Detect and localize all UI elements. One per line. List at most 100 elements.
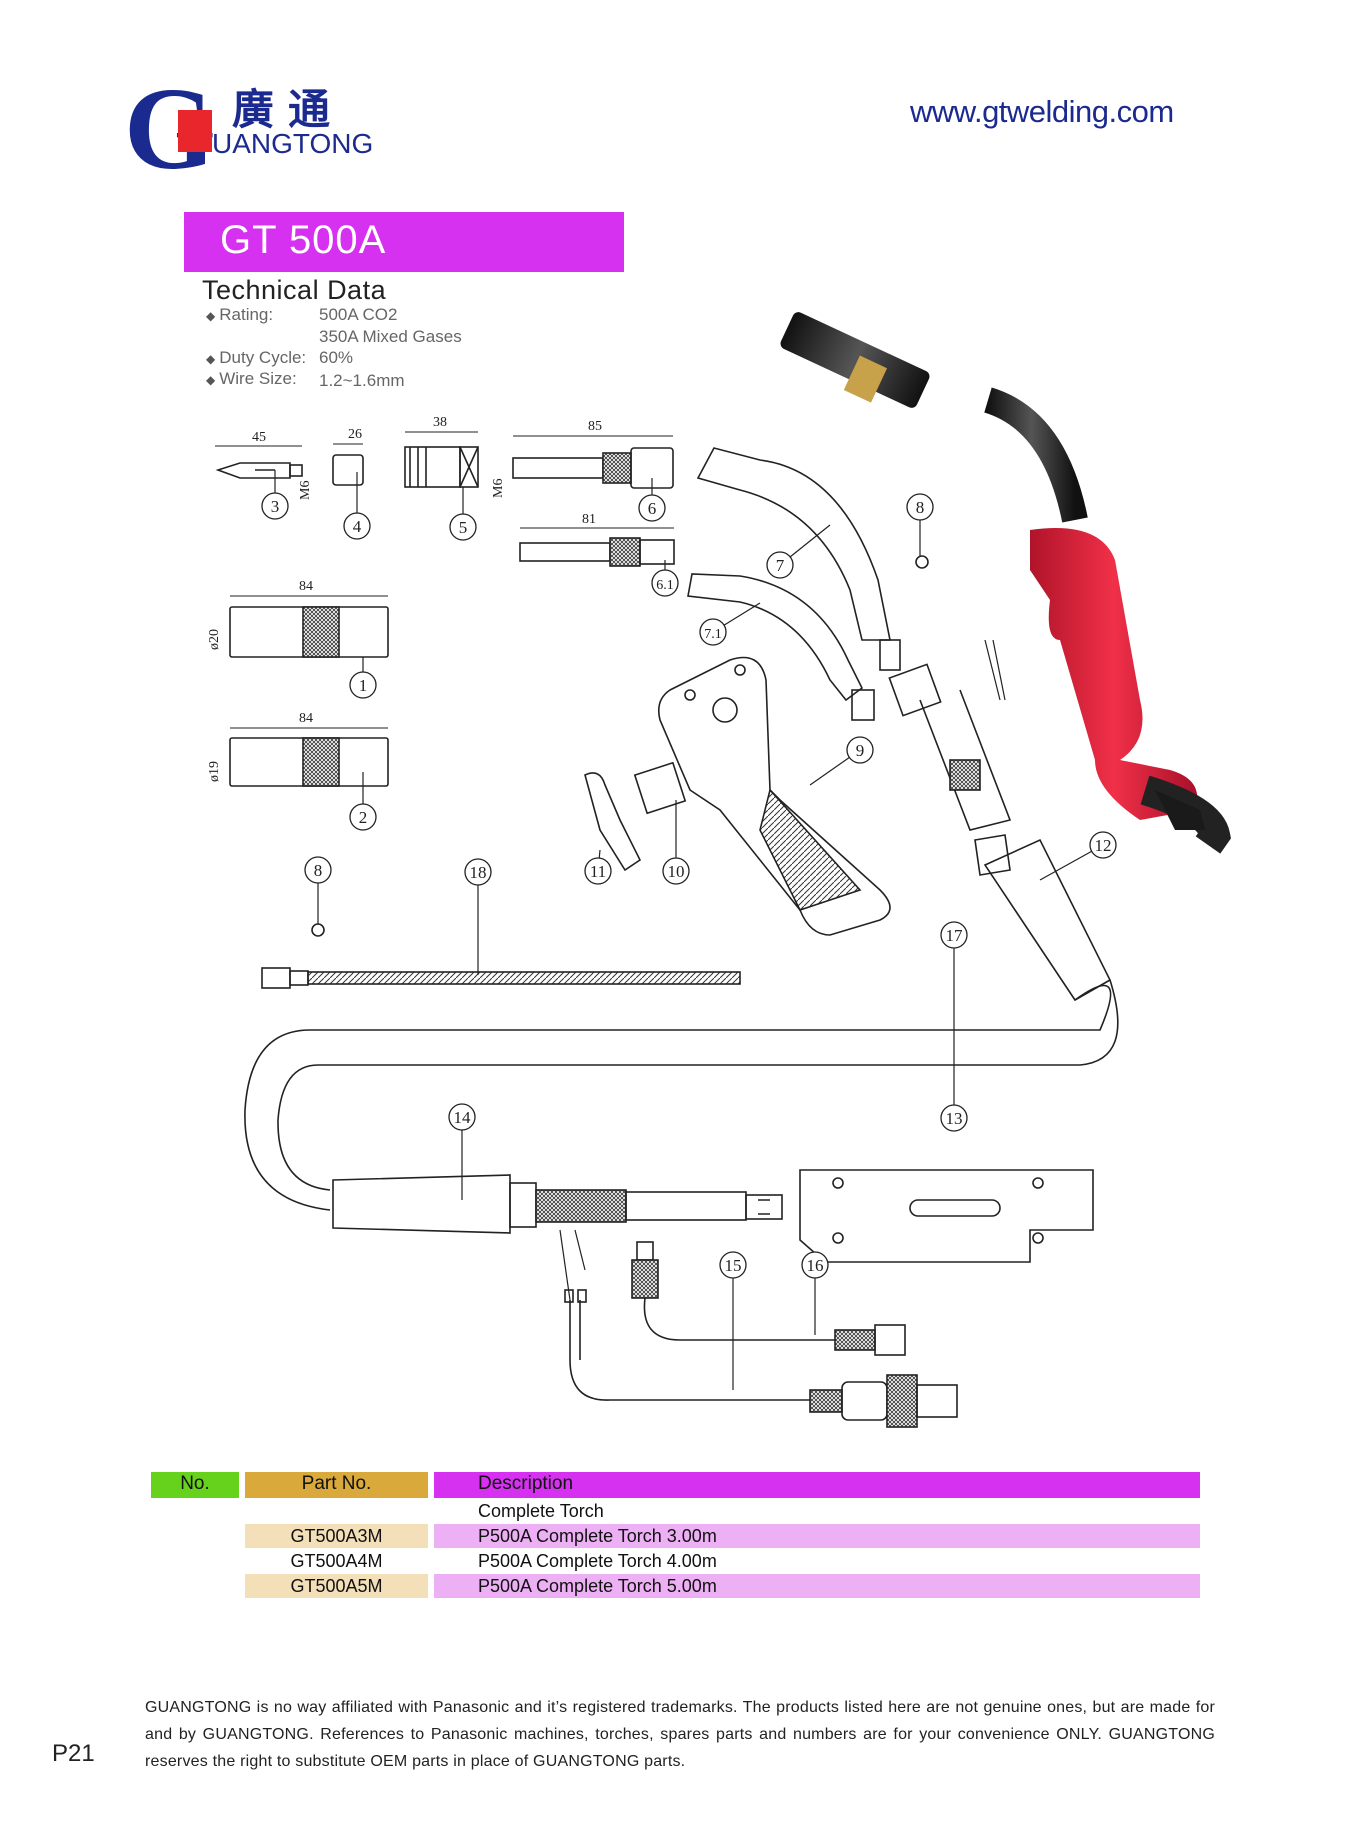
svg-text:17: 17: [946, 926, 964, 945]
part-17-cable: [244, 979, 1119, 1211]
callout-9: 9: [809, 736, 874, 786]
svg-text:6: 6: [648, 499, 657, 518]
callout-14: 14: [448, 1103, 476, 1200]
logo-chinese-name: 廣通: [232, 85, 345, 134]
svg-text:8: 8: [314, 861, 323, 880]
callout-1: 1: [349, 657, 377, 699]
callout-4: 4: [343, 472, 371, 540]
website-link[interactable]: www.gtwelding.com: [910, 94, 1174, 129]
callout-18: 18: [464, 858, 492, 975]
svg-text:7: 7: [776, 556, 785, 575]
header-no: No.: [151, 1472, 239, 1498]
header-description: Description: [434, 1472, 1200, 1498]
dim-m6-tip: M6: [298, 481, 313, 500]
svg-text:16: 16: [807, 1256, 824, 1275]
dim-m6-adaptor: M6: [491, 479, 506, 498]
callout-6: 6: [638, 478, 666, 522]
part-7-1-swan-neck: [687, 573, 875, 721]
part-3-contact-tip: [215, 445, 303, 479]
dim-45: 45: [252, 430, 266, 445]
svg-text:10: 10: [668, 862, 685, 881]
svg-text:7.1: 7.1: [704, 627, 722, 642]
callout-6-1: 6.1: [651, 560, 679, 597]
svg-text:12: 12: [1095, 836, 1112, 855]
callout-7: 7: [766, 524, 831, 579]
dim-85: 85: [588, 419, 602, 434]
part-5-diffuser: [404, 431, 479, 488]
part-1-nozzle: [229, 595, 389, 658]
spec-wire-value: 1.2~1.6mm: [319, 371, 405, 390]
model-banner: [184, 212, 624, 272]
disclaimer-text: GUANGTONG is no way affiliated with Pana…: [145, 1699, 1215, 1770]
part-6-1-adaptor: [519, 527, 675, 567]
part-9-handle-half: [657, 656, 891, 936]
callout-5: 5: [449, 487, 477, 541]
svg-text:18: 18: [470, 863, 487, 882]
row-description: P500A Complete Torch 4.00m: [478, 1551, 717, 1571]
part-8-ring-right: [915, 555, 929, 569]
part-4-insulator: [332, 443, 364, 486]
spec-wire-label: ◆Wire Size:: [206, 369, 297, 388]
callout-3: 3: [261, 470, 289, 520]
dim-84-top: 84: [299, 579, 313, 594]
exploded-parts-diagram: 45 26 38 85 81 84 84 M6 M6 ø20 ø19 12345…: [207, 312, 1231, 1428]
svg-text:6.1: 6.1: [656, 578, 674, 593]
logo-english-name: UANGTONG: [212, 128, 374, 159]
dim-26: 26: [348, 427, 362, 442]
part-10-switch: [633, 761, 687, 815]
dim-dia-20: ø20: [207, 629, 222, 650]
logo-red-bar: [178, 110, 212, 152]
callout-8: 8: [906, 493, 934, 556]
spec-rating-value-2: 350A Mixed Gases: [319, 327, 462, 346]
dim-dia-19: ø19: [207, 761, 222, 782]
callout-2: 2: [349, 772, 377, 831]
row-description: P500A Complete Torch 5.00m: [434, 1574, 1200, 1598]
svg-text:1: 1: [359, 676, 368, 695]
svg-text:2: 2: [359, 808, 368, 827]
row-part-no: GT500A5M: [245, 1574, 428, 1598]
finished-torch-illustration: [780, 312, 1231, 854]
svg-text:4: 4: [353, 517, 362, 536]
part-15-control-cable: [564, 1289, 958, 1428]
spec-duty-label: ◆Duty Cycle:: [206, 348, 307, 367]
part-8-ring-left: [311, 923, 325, 937]
svg-text:9: 9: [856, 741, 865, 760]
dim-84-bottom: 84: [299, 711, 313, 726]
svg-text:13: 13: [946, 1109, 963, 1128]
spec-rating-value-1: 500A CO2: [319, 305, 398, 324]
callout-10: 10: [662, 800, 690, 885]
bullet-diamond-icon: ◆: [206, 309, 216, 323]
part-12-sleeve: [983, 838, 1112, 1002]
spec-duty-value: 60%: [319, 348, 354, 367]
part-2-nozzle: [229, 727, 389, 787]
row-part-no: GT500A4M: [290, 1551, 383, 1571]
row-part-no: GT500A3M: [245, 1524, 428, 1548]
row-description: P500A Complete Torch 3.00m: [434, 1524, 1200, 1548]
callout-8: 8: [304, 856, 332, 924]
part-16-gas-hose: [631, 1241, 906, 1356]
part-11-trigger: [584, 772, 642, 872]
bullet-diamond-icon: ◆: [206, 373, 216, 387]
model-title: GT 500A: [220, 218, 387, 262]
part-7-swan-neck: [696, 447, 901, 671]
bullet-diamond-icon: ◆: [206, 352, 216, 366]
part-13-mounting-plate: [799, 1169, 1094, 1263]
spec-rating-label: ◆Rating:: [206, 305, 274, 324]
part-18-liner: [261, 967, 741, 989]
row-description: Complete Torch: [478, 1501, 604, 1521]
neck-connector: [888, 639, 1012, 876]
svg-text:3: 3: [271, 497, 280, 516]
callout-15: 15: [719, 1251, 747, 1390]
svg-text:8: 8: [916, 498, 925, 517]
dim-38: 38: [433, 415, 447, 430]
page-number: P21: [52, 1740, 95, 1767]
svg-text:11: 11: [590, 862, 606, 881]
callout-16: 16: [801, 1251, 829, 1335]
svg-text:15: 15: [725, 1256, 742, 1275]
dim-81: 81: [582, 512, 596, 527]
callout-7-1: 7.1: [699, 602, 761, 646]
svg-text:14: 14: [454, 1108, 472, 1127]
svg-text:5: 5: [459, 518, 468, 537]
callout-12: 12: [1039, 831, 1117, 881]
